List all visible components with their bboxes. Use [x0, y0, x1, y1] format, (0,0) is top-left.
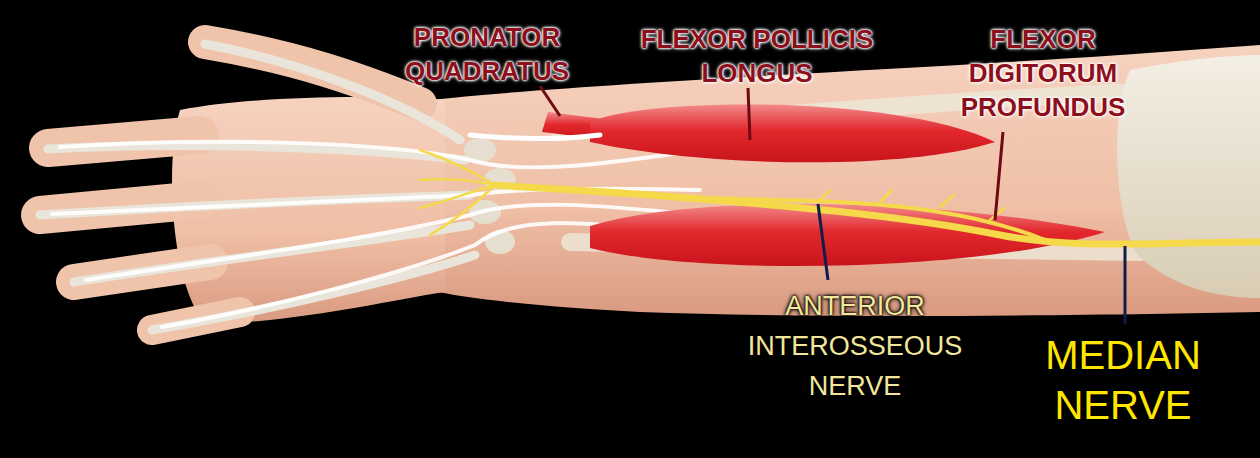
tendon — [60, 142, 700, 168]
part-label: MEDIAN NERVE — [1045, 330, 1201, 430]
humerus — [1117, 55, 1260, 298]
nerve-branch — [420, 150, 495, 185]
nerve-twig — [820, 190, 830, 200]
flexor-pollicis-longus — [590, 104, 995, 162]
fpl-tendon — [470, 135, 600, 139]
nerve-branches — [420, 150, 1004, 235]
nerve-twig — [880, 190, 892, 202]
part-label: FLEXOR DIGITORUM PROFUNDUS — [961, 22, 1126, 124]
part-label: ANTERIOR INTEROSSEOUS NERVE — [748, 286, 963, 406]
leader-line — [540, 86, 560, 116]
finger-bones — [40, 44, 475, 330]
median-nerve — [495, 185, 1260, 244]
part-label: FLEXOR POLLICIS LONGUS — [622, 22, 892, 90]
leader-line — [818, 204, 828, 280]
nerves — [420, 150, 1260, 244]
muscles — [470, 104, 1105, 266]
nerve-branch — [420, 179, 495, 185]
leader-line — [1124, 246, 1127, 324]
leader-line — [748, 88, 750, 140]
part-label: PRONATOR QUADRATUS — [405, 20, 569, 88]
leader-line — [995, 132, 1003, 220]
nerve-twig — [940, 195, 954, 207]
nerve-branch — [430, 185, 495, 235]
anterior-interosseous-nerve — [570, 190, 1045, 240]
